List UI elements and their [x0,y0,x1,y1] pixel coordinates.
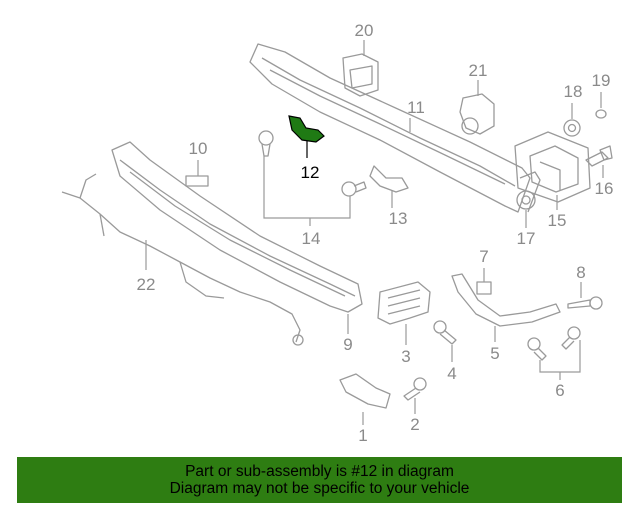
callout-6: 6 [555,381,564,400]
banner-line-1: Part or sub-assembly is #12 in diagram [185,463,454,480]
part-17-flange-nut [516,190,536,210]
callout-7: 7 [479,247,488,266]
callout-labels: 1 2 3 4 5 6 7 8 9 10 11 12 13 14 15 16 1… [137,21,614,445]
callout-20: 20 [355,21,374,40]
part-16-bolt [585,145,613,167]
part-2-bolt [403,377,427,401]
callout-5: 5 [490,344,499,363]
part-8-screw [567,296,603,310]
callout-4: 4 [447,364,456,383]
callout-3: 3 [401,347,410,366]
part-18-nut [563,119,581,137]
callout-12: 12 [301,163,320,182]
callout-17: 17 [517,229,536,248]
part-9-energy-absorber [111,141,363,313]
part-3-side-bracket [377,281,431,325]
part-14-bolt-right [341,181,367,197]
callout-10: 10 [189,139,208,158]
part-12-bracket-highlighted [288,115,325,143]
callout-22: 22 [137,275,156,294]
part-1-lower-bracket [339,373,391,409]
parts-diagram: 1 2 3 4 5 6 7 8 9 10 11 12 13 14 15 16 1… [61,21,614,445]
callout-1: 1 [358,426,367,445]
callout-19: 19 [592,71,611,90]
part-22-wiring-harness [61,173,304,346]
callout-18: 18 [564,82,583,101]
part-4-bolt [433,320,457,345]
callout-15: 15 [548,211,567,230]
part-14-bolt-left [258,130,274,157]
part-20-bracket [342,53,379,97]
part-7-clip [476,281,492,295]
callout-8: 8 [576,263,585,282]
callout-13: 13 [389,209,408,228]
part-19-washer [595,109,607,119]
callout-14: 14 [302,229,321,248]
callout-16: 16 [595,179,614,198]
part-13-bracket [369,165,409,193]
part-6-bolts [527,326,581,361]
part-10-clip [185,175,209,187]
part-5-side-retainer [451,273,561,327]
leader-lines [145,40,604,425]
callout-21: 21 [469,61,488,80]
info-banner: Part or sub-assembly is #12 in diagram D… [17,457,622,503]
callout-9: 9 [343,335,352,354]
part-21-sensor [459,93,495,135]
part-11-reinforcement-beam [249,43,541,213]
callout-2: 2 [410,415,419,434]
part-15-mount-bracket [514,131,591,203]
callout-11: 11 [407,98,425,117]
banner-line-2: Diagram may not be specific to your vehi… [169,480,470,497]
